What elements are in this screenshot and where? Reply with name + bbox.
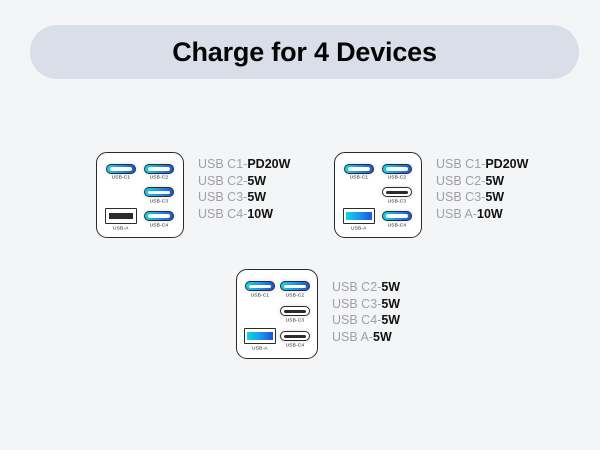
port-usb-c4[interactable]: USB-C4 bbox=[279, 331, 310, 349]
port-usb-c2[interactable]: USB-C2 bbox=[382, 163, 412, 181]
legend-power-value: 5W bbox=[381, 313, 401, 327]
legend-port-name: USB C3- bbox=[198, 190, 248, 204]
legend-port-name: USB C4- bbox=[332, 313, 382, 327]
legend-row: USB C3-5W bbox=[332, 297, 400, 313]
legend-row: USB C3-5W bbox=[436, 190, 528, 206]
port-label: USB-C2 bbox=[285, 292, 304, 299]
legend-port-name: USB C1- bbox=[198, 157, 248, 171]
legend-power-value: 5W bbox=[381, 280, 401, 294]
legend-row: USB A-5W bbox=[332, 330, 400, 346]
legend-power-value: 5W bbox=[373, 329, 392, 344]
legend-row: USB C1-PD20W bbox=[436, 157, 528, 173]
port-usb-a[interactable]: USB-A bbox=[105, 208, 137, 230]
port-usb-c4[interactable]: USB-C4 bbox=[382, 211, 412, 227]
legend-row: USB C2-5W bbox=[332, 280, 400, 296]
port-usb-c4[interactable]: USB-C4 bbox=[144, 211, 174, 227]
usb-a-port-icon bbox=[343, 208, 375, 225]
legend-port-name: USB C3- bbox=[332, 296, 382, 311]
port-usb-c1[interactable]: USB-C1 bbox=[344, 163, 374, 181]
usb-c-port-icon bbox=[344, 163, 374, 174]
legend-port-name: USB A- bbox=[436, 206, 477, 221]
usb-c-port-icon bbox=[382, 211, 412, 222]
legend-power-value: PD20W bbox=[247, 157, 291, 171]
port-usb-c2[interactable]: USB-C2 bbox=[144, 163, 174, 181]
usb-c-port-icon bbox=[106, 163, 136, 174]
legend-power-value: 5W bbox=[381, 296, 401, 311]
legend-row: USB C2-5W bbox=[436, 174, 528, 190]
usb-c-port-icon bbox=[279, 331, 310, 342]
power-legend-2: USB C1-PD20W USB C2-5W USB C3-5W USB A-1… bbox=[436, 157, 528, 222]
legend-port-name: USB C2- bbox=[198, 173, 248, 188]
legend-power-value: PD20W bbox=[485, 157, 529, 171]
legend-power-value: 10W bbox=[477, 206, 503, 221]
legend-row: USB A-10W bbox=[436, 207, 528, 223]
usb-a-port-icon bbox=[105, 208, 137, 225]
usb-c-port-icon bbox=[144, 187, 174, 198]
port-label: USB-C3 bbox=[387, 198, 407, 204]
port-usb-a[interactable]: USB-A bbox=[243, 328, 276, 352]
charger-body-2: USB-C1 USB-C2 USB-C3 USB-A USB-C4 bbox=[334, 152, 422, 238]
legend-row: USB C4-10W bbox=[198, 207, 290, 223]
usb-c-port-icon bbox=[279, 306, 310, 317]
port-usb-c2[interactable]: USB-C2 bbox=[279, 281, 310, 299]
port-label: USB-C2 bbox=[149, 174, 169, 181]
legend-port-name: USB C2- bbox=[436, 173, 486, 188]
usb-c-port-icon bbox=[144, 163, 174, 174]
legend-power-value: 5W bbox=[485, 190, 505, 204]
legend-power-value: 5W bbox=[485, 173, 505, 188]
port-label: USB-C1 bbox=[349, 174, 369, 181]
port-label: USB-C4 bbox=[149, 222, 169, 228]
legend-port-name: USB C2- bbox=[332, 280, 382, 294]
usb-a-port-icon bbox=[243, 328, 276, 345]
device-group-3: USB-C1 USB-C2 USB-C3 USB-A USB-C4 bbox=[236, 269, 400, 359]
legend-port-name: USB C3- bbox=[436, 190, 486, 204]
port-usb-c1[interactable]: USB-C1 bbox=[244, 281, 275, 299]
power-legend-1: USB C1-PD20W USB C2-5W USB C3-5W USB C4-… bbox=[198, 157, 290, 222]
port-label: USB-A bbox=[251, 345, 268, 352]
usb-c-port-icon bbox=[382, 187, 412, 198]
port-label: USB-C4 bbox=[387, 222, 407, 228]
legend-port-name: USB C4- bbox=[198, 206, 248, 221]
port-grid-3: USB-C1 USB-C2 USB-C3 USB-A USB-C4 bbox=[237, 270, 317, 358]
port-label: USB-A bbox=[113, 225, 129, 231]
legend-row: USB C3-5W bbox=[198, 190, 290, 206]
usb-c-port-icon bbox=[279, 281, 310, 292]
port-usb-c3[interactable]: USB-C3 bbox=[279, 306, 310, 324]
port-label: USB-C3 bbox=[149, 198, 169, 204]
port-usb-c3[interactable]: USB-C3 bbox=[382, 187, 412, 203]
legend-power-value: 5W bbox=[247, 173, 267, 188]
port-label: USB-C1 bbox=[111, 174, 131, 181]
header-banner: Charge for 4 Devices bbox=[30, 25, 579, 79]
usb-c-port-icon bbox=[382, 163, 412, 174]
port-usb-c3[interactable]: USB-C3 bbox=[144, 187, 174, 203]
legend-power-value: 10W bbox=[247, 206, 274, 221]
usb-c-port-icon bbox=[244, 281, 275, 292]
port-label: USB-C2 bbox=[387, 174, 407, 181]
usb-c-port-icon bbox=[144, 211, 174, 222]
device-group-2: USB-C1 USB-C2 USB-C3 USB-A USB-C4 bbox=[334, 152, 528, 238]
port-usb-a[interactable]: USB-A bbox=[343, 208, 375, 230]
legend-row: USB C2-5W bbox=[198, 174, 290, 190]
legend-row: USB C1-PD20W bbox=[198, 157, 290, 173]
port-label: USB-C4 bbox=[285, 342, 304, 349]
power-legend-3: USB C2-5W USB C3-5W USB C4-5W USB A-5W bbox=[332, 280, 400, 345]
port-grid-2: USB-C1 USB-C2 USB-C3 USB-A USB-C4 bbox=[335, 153, 421, 237]
legend-port-name: USB A- bbox=[332, 329, 373, 344]
device-group-1: USB-C1 USB-C2 USB-C3 USB-A USB-C4 bbox=[96, 152, 290, 238]
port-grid-1: USB-C1 USB-C2 USB-C3 USB-A USB-C4 bbox=[97, 153, 183, 237]
port-label: USB-C3 bbox=[285, 317, 304, 324]
port-usb-c1[interactable]: USB-C1 bbox=[106, 163, 136, 181]
legend-row: USB C4-5W bbox=[332, 313, 400, 329]
charger-body-1: USB-C1 USB-C2 USB-C3 USB-A USB-C4 bbox=[96, 152, 184, 238]
port-label: USB-C1 bbox=[250, 292, 269, 299]
legend-port-name: USB C1- bbox=[436, 157, 486, 171]
legend-power-value: 5W bbox=[247, 190, 267, 204]
port-label: USB-A bbox=[351, 225, 367, 231]
page-title: Charge for 4 Devices bbox=[172, 36, 437, 67]
charger-body-3: USB-C1 USB-C2 USB-C3 USB-A USB-C4 bbox=[236, 269, 318, 359]
